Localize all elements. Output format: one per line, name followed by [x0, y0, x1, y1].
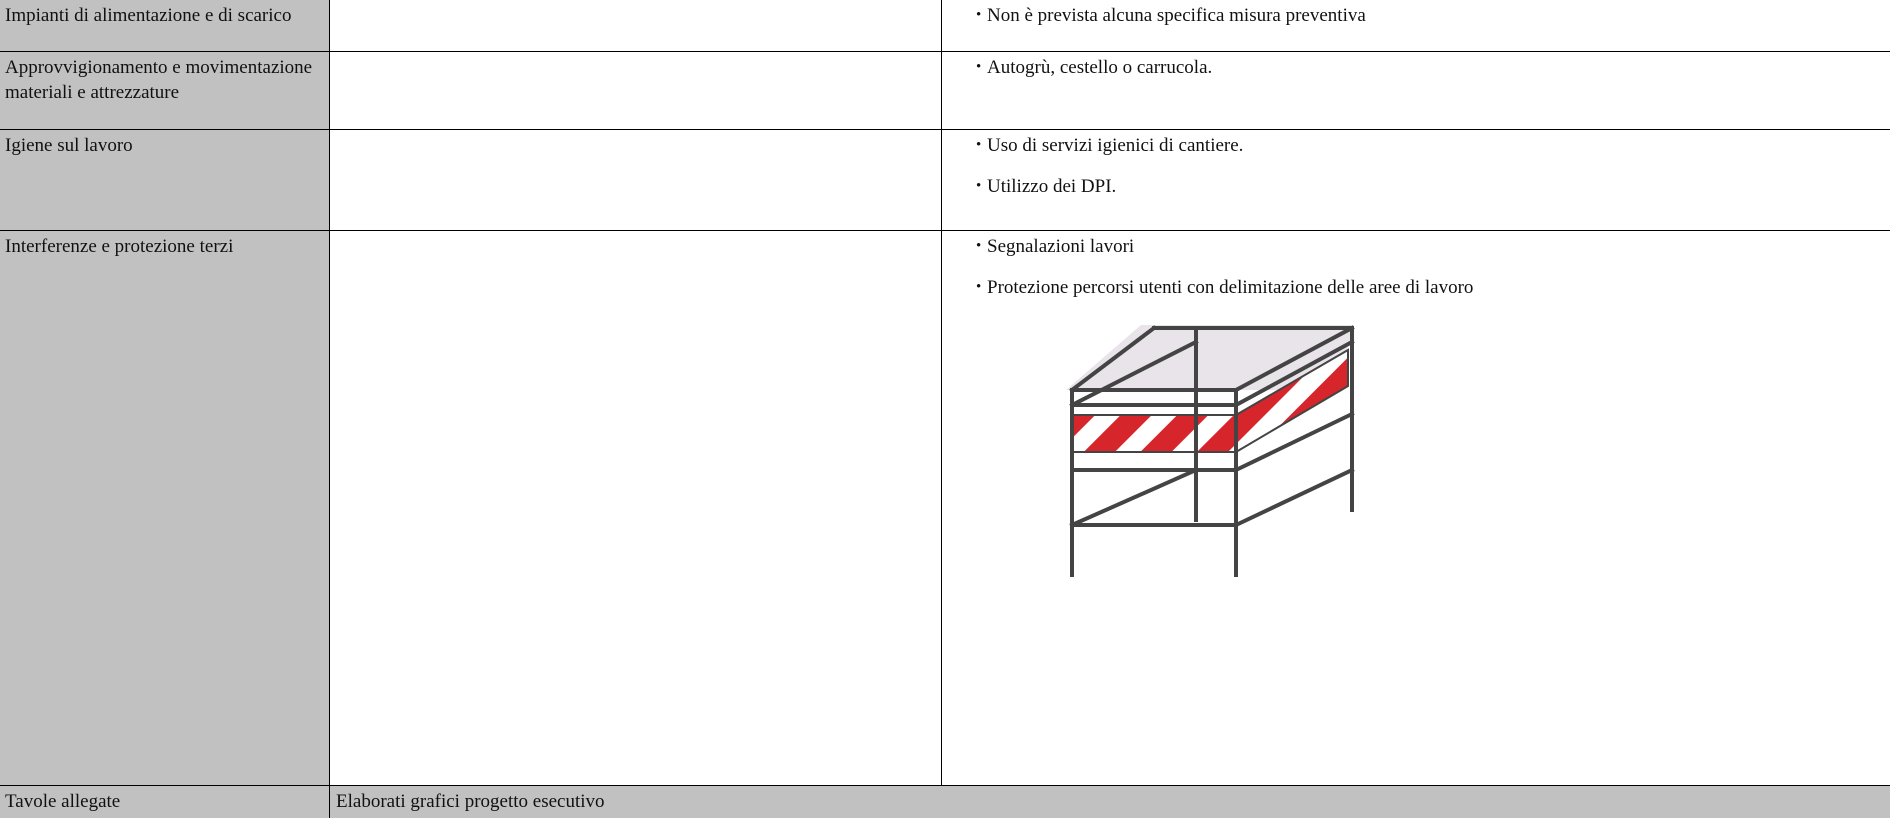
- measures-cell: Segnalazioni lavori Protezione percorsi …: [941, 230, 1890, 786]
- safety-barrier-icon: [1066, 325, 1355, 577]
- measures-cell: Uso di servizi igienici di cantiere. Uti…: [941, 129, 1890, 231]
- row-label: Tavole allegate: [0, 785, 330, 818]
- table-row: Tavole allegate Elaborati grafici proget…: [0, 785, 1890, 818]
- list-item: Utilizzo dei DPI.: [976, 174, 1890, 199]
- empty-cell: [329, 230, 942, 786]
- row-label: Approvvigionamento e movimentazione mate…: [0, 51, 330, 130]
- list-item: Uso di servizi igienici di cantiere.: [976, 133, 1890, 158]
- empty-cell: [329, 0, 942, 52]
- table-row: Approvvigionamento e movimentazione mate…: [0, 51, 1890, 130]
- table-row: Interferenze e protezione terzi Segnalaz…: [0, 230, 1890, 786]
- list-item: Segnalazioni lavori: [976, 234, 1890, 259]
- footer-value: Elaborati grafici progetto esecutivo: [329, 785, 1890, 818]
- row-label: Impianti di alimentazione e di scarico: [0, 0, 330, 52]
- table-row: Impianti di alimentazione e di scarico N…: [0, 0, 1890, 52]
- list-item: Non è prevista alcuna specifica misura p…: [976, 3, 1890, 28]
- measures-cell: Non è prevista alcuna specifica misura p…: [941, 0, 1890, 52]
- row-label: Interferenze e protezione terzi: [0, 230, 330, 786]
- safety-barrier-illustration: [1046, 320, 1366, 590]
- empty-cell: [329, 51, 942, 130]
- table-row: Igiene sul lavoro Uso di servizi igienic…: [0, 129, 1890, 231]
- row-label: Igiene sul lavoro: [0, 129, 330, 231]
- empty-cell: [329, 129, 942, 231]
- measures-cell: Autogrù, cestello o carrucola.: [941, 51, 1890, 130]
- list-item: Autogrù, cestello o carrucola.: [976, 55, 1890, 80]
- list-item: Protezione percorsi utenti con delimitaz…: [976, 275, 1890, 300]
